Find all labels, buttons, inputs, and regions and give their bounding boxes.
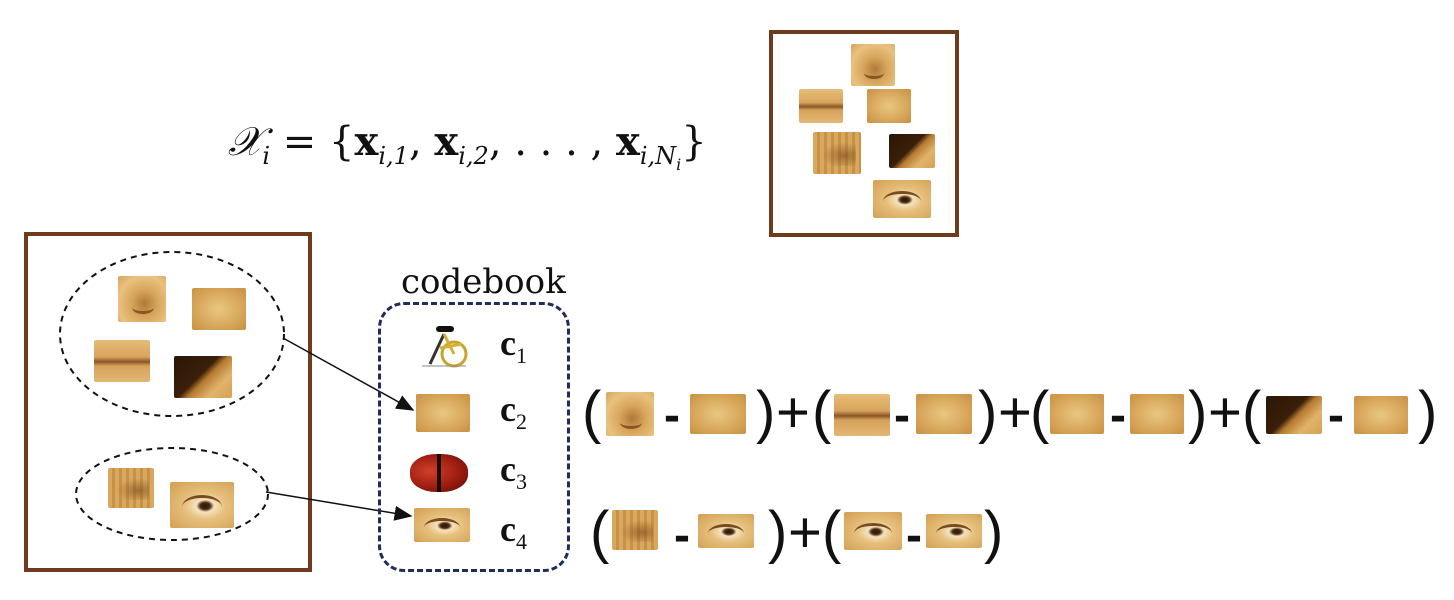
codeword-4-patch [414,508,470,542]
residual-open-1: ( [582,380,602,445]
x-subscript-2: i,2 [458,142,489,170]
nose-patch [118,276,166,322]
residual-close-2: ) [978,380,998,445]
minus-1: - [664,389,680,442]
x-symbol-n: x [615,118,640,165]
mouth-patch [799,89,843,123]
skin-patch [867,89,911,123]
codeword-2-patch [916,394,972,434]
skin-patch [1050,394,1104,434]
codeword-c1: c1 [500,323,527,369]
codebook-label: codebook [401,262,566,302]
minus-2: - [894,389,910,442]
codeword-c3: c3 [500,449,527,495]
residual-open-2: ( [812,380,832,445]
equals-brace: = { [270,119,355,165]
patch-set-frame [769,30,959,237]
residual-close-4: ) [1418,380,1438,445]
residual-close-3: ) [1188,380,1208,445]
upper-cluster-ellipse [59,251,285,417]
x-subscript-1: i,1 [378,142,409,170]
brow-patch [813,132,861,174]
residual-open-4: ( [1242,380,1262,445]
plus-2: + [998,380,1032,445]
set-subscript: i [262,142,271,170]
comma-1: , [408,119,435,165]
codeword-c4: c4 [500,509,527,555]
codebook-box [378,302,570,572]
residual-close-1: ) [756,380,776,445]
close-brace: } [681,119,707,165]
brow-patch [108,468,154,508]
nose-patch [606,392,654,436]
eye-patch [873,180,931,218]
codeword-2-patch [416,394,470,432]
x-symbol-2: x [434,118,459,165]
arrow-to-c4 [265,491,413,521]
minus-3: - [1110,389,1126,442]
codeword-4-patch [926,514,982,548]
residual-open-5: ( [590,500,610,565]
minus-6: - [906,509,922,562]
minus-4: - [1328,389,1344,442]
x-subscript-n: i,Ni [639,142,682,174]
codeword-2-patch [1130,394,1184,434]
x-symbol-1: x [354,118,379,165]
hair-patch [174,356,232,398]
codeword-2-patch [690,394,746,434]
eye-patch [170,482,234,528]
codeword-3-patch [410,454,468,492]
nose-patch [851,44,895,86]
residual-open-6: ( [822,500,842,565]
hair-patch [1266,396,1322,434]
codeword-4-patch [698,514,754,548]
set-formula: 𝒳i = {xi,1, xi,2, . . . , xi,Ni} [228,118,707,174]
codeword-c2: c2 [500,389,527,435]
hair-patch [889,134,935,168]
minus-5: - [674,509,690,562]
residual-close-6: ) [984,500,1004,565]
brow-patch [612,510,658,550]
plus-5: + [788,500,822,565]
mouth-patch [834,394,890,436]
image-frame [24,232,312,572]
arrow-to-c2 [282,337,415,411]
residual-open-3: ( [1030,380,1050,445]
eye-patch [844,512,902,550]
ellipsis: , . . . , [488,119,616,165]
residual-close-5: ) [768,500,788,565]
set-symbol: 𝒳 [228,119,263,165]
codeword-2-patch [1354,396,1408,434]
skin-patch [192,288,246,330]
bicycle-icon [422,326,468,368]
plus-1: + [776,380,810,445]
plus-3: + [1208,380,1242,445]
mouth-patch [94,340,150,382]
lower-cluster-ellipse [75,447,269,541]
